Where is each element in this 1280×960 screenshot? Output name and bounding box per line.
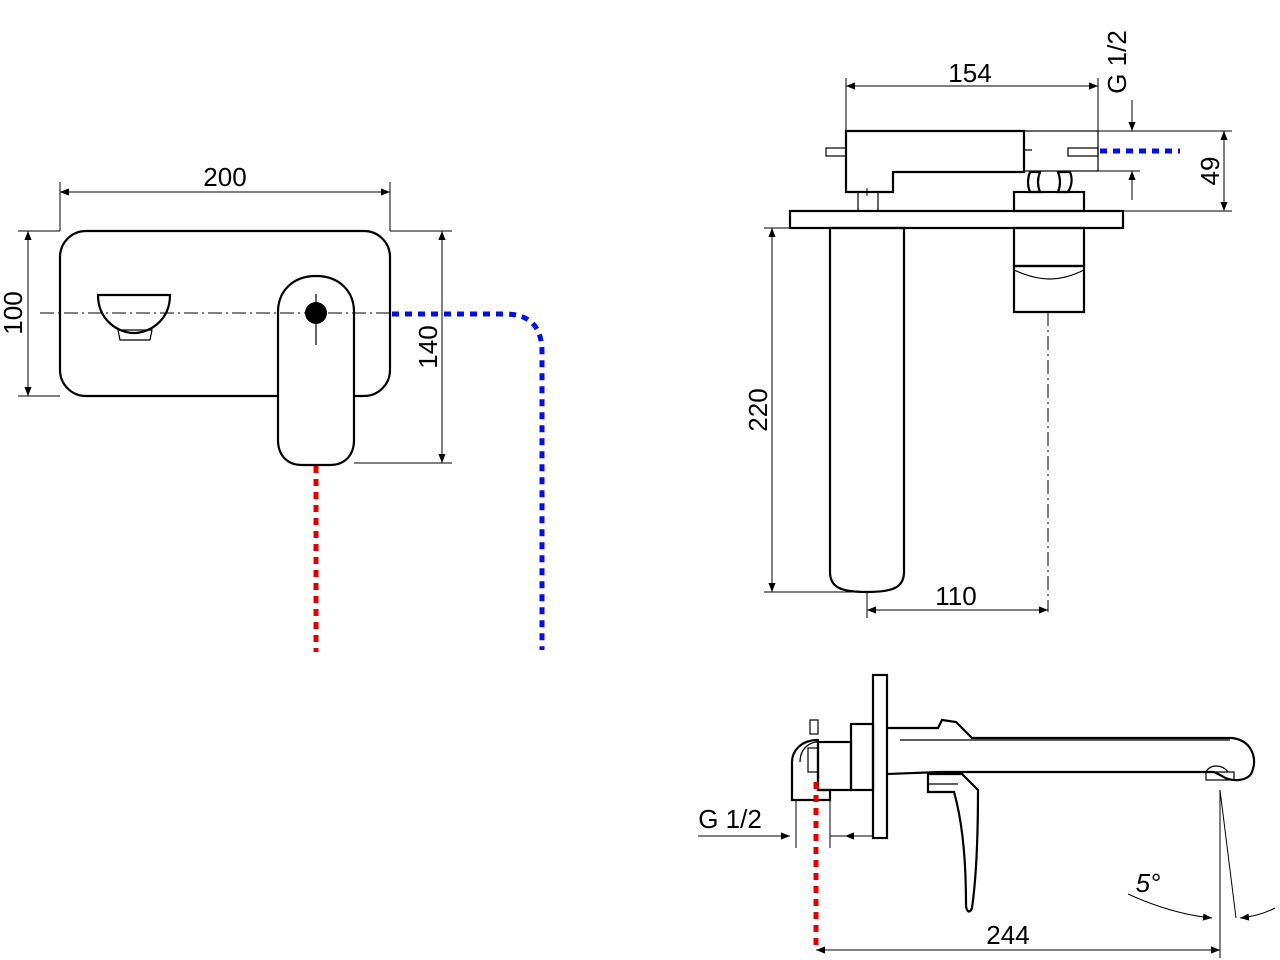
- bottom-spout: [886, 718, 1256, 782]
- dim-side-top-length: 154: [948, 58, 991, 88]
- bottom-view: G 1/2 244 5°: [698, 673, 1276, 958]
- dim-front-width: 200: [203, 162, 246, 192]
- front-lever-handle: [276, 274, 356, 467]
- dim-side-spout-height: 220: [743, 388, 773, 431]
- side-base-plate: [788, 209, 1125, 230]
- front-cold-supply-line: [392, 311, 545, 650]
- dim-side-offset: 110: [935, 581, 976, 611]
- side-view: 154 G 1/2 49 220 110: [743, 30, 1232, 618]
- side-spout-vertical: [828, 226, 906, 594]
- dim-bottom-thread: G 1/2: [698, 804, 762, 834]
- dim-side-depth: 49: [1195, 157, 1225, 186]
- bottom-lever: [926, 772, 980, 913]
- dim-bottom-angle: 5°: [1136, 868, 1161, 898]
- front-view: 200 100 140: [0, 162, 545, 652]
- side-cartridge: [1012, 226, 1086, 268]
- dim-bottom-reach: 244: [986, 920, 1029, 950]
- dim-front-total-height: 140: [413, 325, 443, 368]
- bottom-wall-flange: [871, 673, 889, 840]
- dim-side-thread: G 1/2: [1102, 30, 1132, 94]
- dim-front-height: 100: [0, 291, 28, 334]
- side-spout-top: [844, 129, 1026, 194]
- front-bowl-shape: [96, 293, 172, 335]
